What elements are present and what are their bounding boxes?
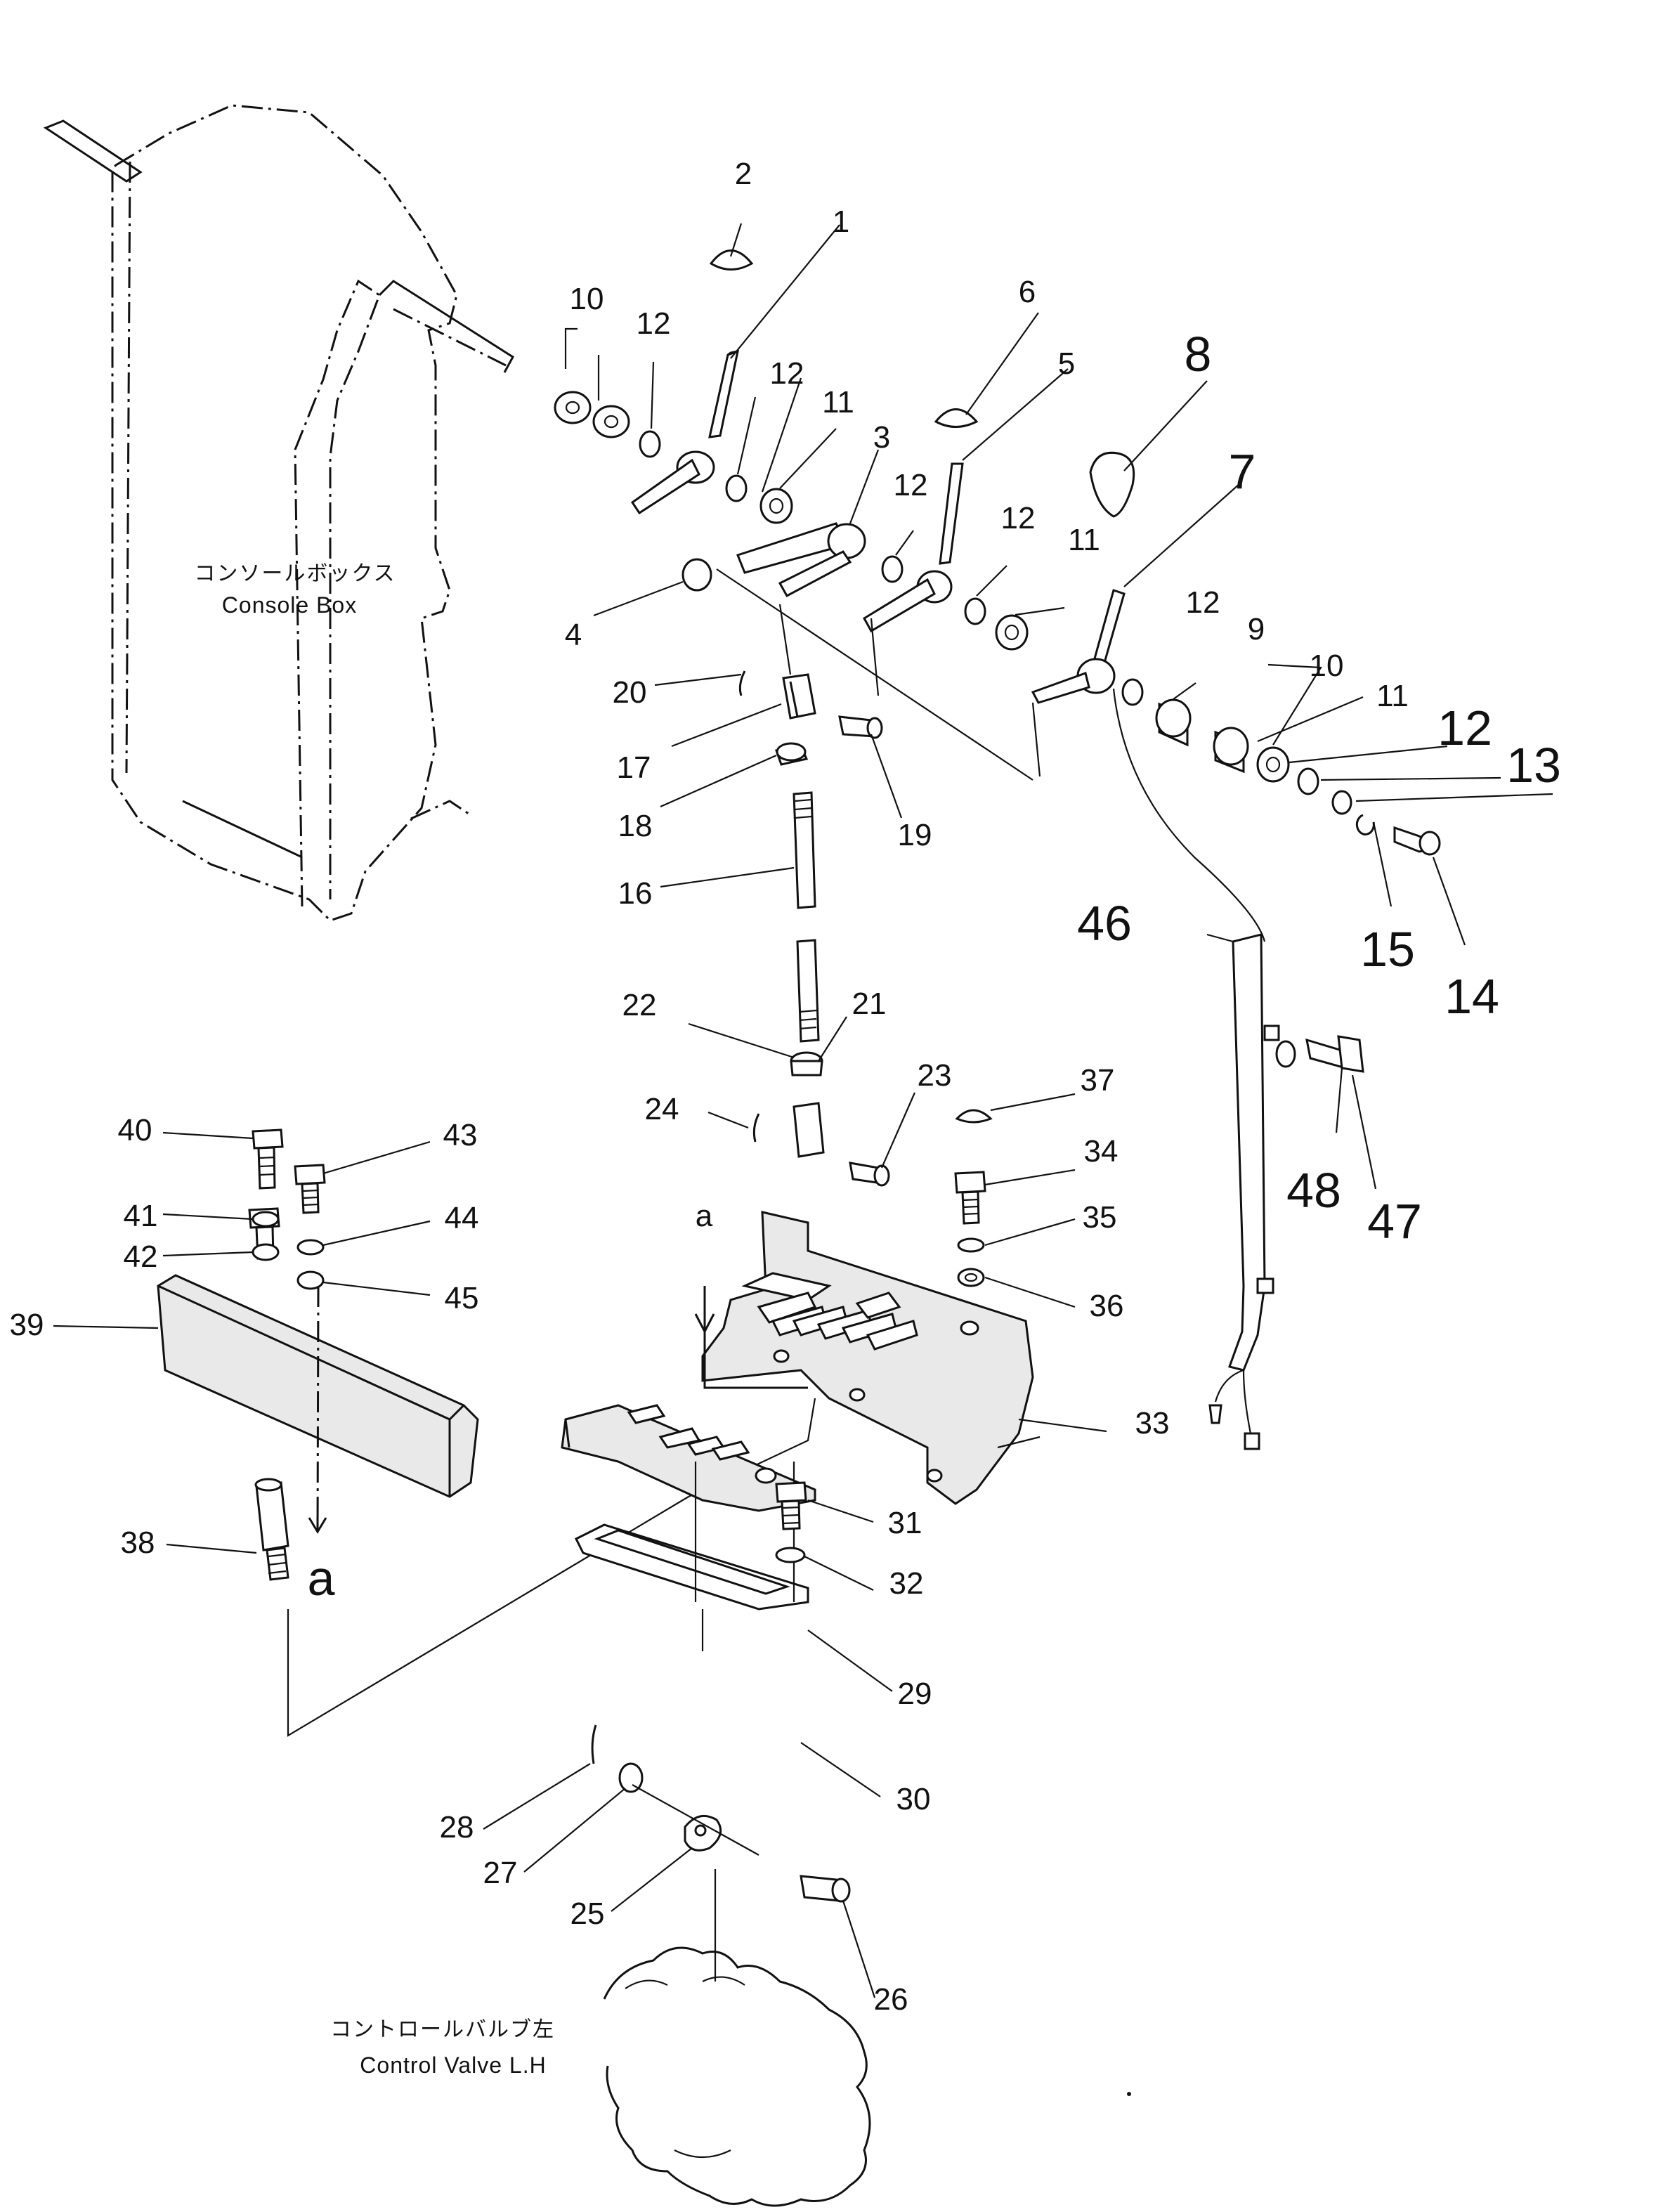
speck [1127,2092,1131,2096]
callout-23: 23 [918,1058,952,1093]
callout-27: 27 [483,1856,518,1890]
callout-13: 13 [1506,738,1561,793]
callout-28: 28 [440,1810,474,1845]
callout-11-c: 11 [1376,679,1409,713]
control-valve-outline [603,1946,871,2207]
callout-12-e: 12 [1186,585,1220,620]
callout-12-c: 12 [894,468,928,502]
console-box-label-en: Console Box [222,592,357,618]
view-label-a-bottom: a [308,1551,335,1606]
callout-19: 19 [898,818,932,852]
callout-24: 24 [645,1092,679,1126]
callout-8: 8 [1185,327,1212,382]
view-arrow-a [694,1286,1041,1449]
callout-12-f: 12 [1437,701,1492,755]
bracket-part-33 [701,1211,1034,1505]
callout-26: 26 [874,1982,908,2017]
callout-35: 35 [1083,1200,1117,1235]
callout-3: 3 [873,420,890,455]
callout-20: 20 [613,675,647,710]
fasteners-31-32 [775,1481,807,1563]
callout-12-a: 12 [637,306,671,341]
plates-29-30 [561,1404,816,1651]
callout-40: 40 [118,1113,152,1147]
lever-assembly-top [554,249,1441,942]
callout-47: 47 [1367,1194,1422,1249]
fasteners-34-37 [954,1109,993,1287]
callout-46: 46 [1077,896,1132,951]
callout-48: 48 [1286,1163,1341,1218]
callout-31: 31 [888,1506,922,1540]
callout-16: 16 [618,876,653,911]
knob-part-2 [709,249,754,271]
lever-part-1 [708,349,740,438]
control-valve-caption: コントロールバルブ左 Control Valve L.H [330,2018,555,2078]
callout-6: 6 [1019,275,1036,309]
callout-14: 14 [1444,969,1499,1024]
callout-5: 5 [1058,346,1075,381]
callout-12-b: 12 [770,356,804,391]
callout-12-d: 12 [1001,501,1036,535]
callout-1: 1 [833,204,849,239]
console-box-label-jp: コンソールボックス [194,562,396,585]
callout-45: 45 [445,1281,479,1315]
callout-15: 15 [1360,922,1415,977]
view-label-a-top: a [696,1199,713,1233]
callout-2: 2 [735,157,752,191]
callout-32: 32 [889,1566,924,1601]
callout-36: 36 [1090,1289,1124,1323]
callout-37: 37 [1081,1063,1115,1098]
control-valve-label-en: Control Valve L.H [360,2052,546,2078]
bracket-part-46 [1208,933,1364,1450]
callout-10-a: 10 [570,282,604,316]
callout-25: 25 [570,1897,605,1931]
callout-30: 30 [896,1782,931,1816]
callout-7: 7 [1229,444,1256,499]
lower-linkage [591,1724,851,1982]
callout-18: 18 [618,809,653,843]
callout-44: 44 [445,1201,479,1235]
rod-assembly [716,568,1041,1187]
leader-lines [53,223,1553,1998]
control-valve-label-jp: コントロールバルブ左 [330,2018,555,2041]
callout-41: 41 [124,1199,158,1233]
console-box-outline [43,104,514,922]
callout-11-a: 11 [822,385,854,419]
callout-11-b: 11 [1068,523,1100,557]
callout-38: 38 [121,1525,155,1560]
callout-22: 22 [622,988,657,1022]
callout-29: 29 [898,1677,932,1711]
callout-17: 17 [617,750,651,785]
console-box-caption: コンソールボックス Console Box [194,562,396,618]
callout-10-b: 10 [1310,649,1344,683]
callout-33: 33 [1135,1406,1170,1440]
callout-9: 9 [1248,612,1265,646]
callout-labels: 2 1 10 12 6 5 8 12 11 3 12 7 12 11 4 12 … [10,157,1561,2017]
callout-21: 21 [852,987,887,1021]
cover-assembly [157,1128,816,1737]
callout-34: 34 [1084,1134,1119,1169]
callout-43: 43 [443,1118,478,1152]
callout-4: 4 [565,618,582,652]
callout-39: 39 [10,1308,44,1342]
callout-42: 42 [124,1240,158,1274]
